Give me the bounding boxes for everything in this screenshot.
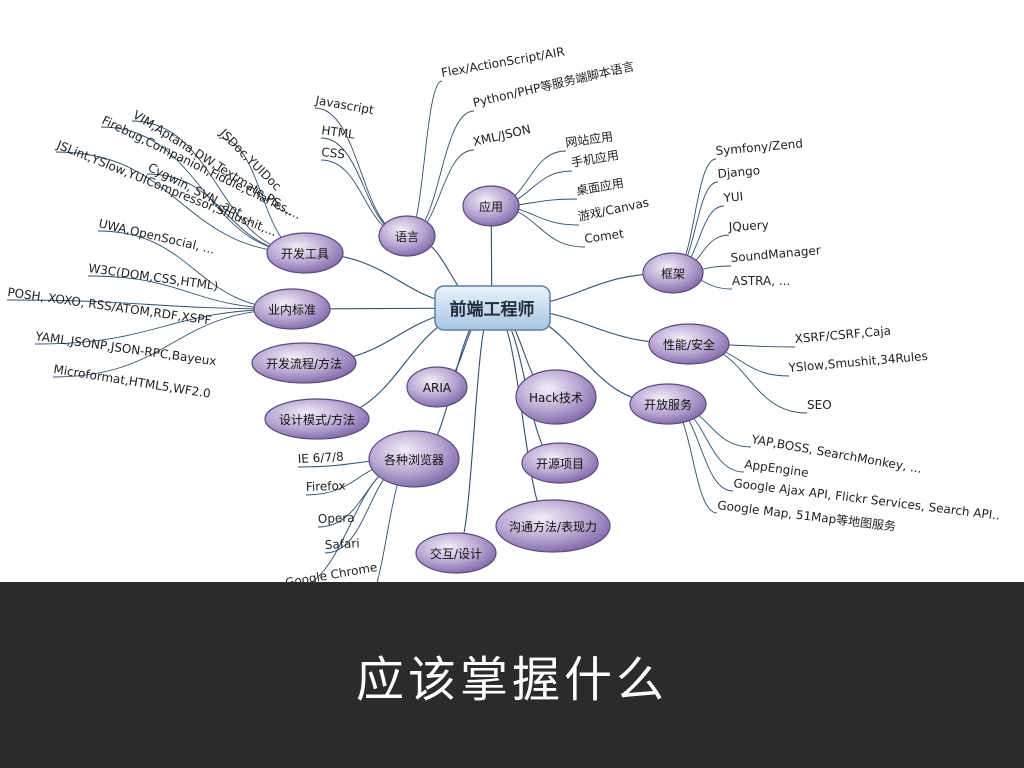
leaf-label: Safari [324,536,360,552]
leaf-label: Microformat,HTML5,WF2.0 [53,362,212,401]
node-perf-label: 性能/安全 [663,337,715,352]
node-pattern-label: 设计模式/方法 [279,412,355,427]
leaf-label: AppEngine [744,457,810,480]
node-app-label: 应用 [479,199,503,214]
node-browsers [368,430,460,488]
leaf-label: Flex/ActionScript/AIR [440,44,566,80]
node-framework-label: 框架 [661,267,685,281]
leaf-label: Comet [583,227,624,246]
node-browsers-label: 各种浏览器 [384,452,444,467]
leaf-label: HTML [321,123,356,142]
leaf-label: ASTRA, ... [732,274,790,288]
root-node-box [434,285,551,331]
node-open [629,383,707,425]
node-lang [378,215,436,257]
connector-line [455,307,493,554]
leaf-label: SEO [807,398,832,412]
node-perf [648,323,730,365]
node-standards-label: 业内标准 [268,303,316,317]
leaf-connector [6,299,293,310]
node-opensource [521,442,599,484]
slide-caption: 应该掌握什么 [355,652,668,708]
node-open-label: 开放服务 [644,397,692,412]
leaf-label: W3C(DOM,CSS,HTML) [88,261,220,293]
node-comm [495,499,611,553]
leaf-label: XSRF/CSRF,Caja [794,324,891,346]
node-aria-label: ARIA [423,381,452,395]
leaf-label: SoundManager [730,243,821,265]
node-process [251,342,357,384]
leaf-label: JQuery [727,218,769,234]
root-label: 前端工程师 [450,299,535,320]
leaf-connector [406,80,443,237]
leaf-label: 网站应用 [564,128,614,150]
node-app [462,185,520,227]
node-lang-label: 语言 [395,230,419,244]
leaf-label: 手机应用 [570,147,620,170]
node-tools [266,232,344,274]
node-interact-label: 交互/设计 [430,546,482,561]
leaf-connector [52,308,293,378]
leaf-label: IE 6/7/8 [297,450,344,466]
leaf-label: XML/JSON [472,122,533,149]
leaf-connector [55,151,306,254]
node-pattern [264,398,370,440]
leaf-label: Firefox [306,479,346,494]
leaf-label: Django [717,163,761,181]
caption-bar [0,582,1024,768]
leaf-label: Javascript [313,93,375,117]
node-process-label: 开发流程/方法 [266,356,342,371]
leaf-label: Symfony/Zend [715,136,803,158]
node-framework [642,252,704,294]
node-hack [515,369,597,425]
root-node: 前端工程师 [434,285,551,331]
leaf-label: UWA,OpenSocial, ... [97,216,216,256]
node-aria [406,366,468,408]
leaf-label: 桌面应用 [575,175,625,198]
node-hack-label: Hack技术 [529,391,583,405]
leaf-label: YSlow,Smushit,34Rules [787,349,928,375]
node-interact [415,532,497,574]
node-opensource-label: 开源项目 [536,457,584,471]
leaf-connector [34,308,293,345]
leaf-label: 游戏/Canvas [577,195,650,224]
leaf-label: YUI [722,189,744,205]
leaf-label: CSS [321,145,346,161]
node-standards [253,288,331,330]
node-comm-label: 沟通方法/表现力 [509,519,597,534]
node-tools-label: 开发工具 [281,246,329,261]
leaf-label: Opera [318,511,355,526]
